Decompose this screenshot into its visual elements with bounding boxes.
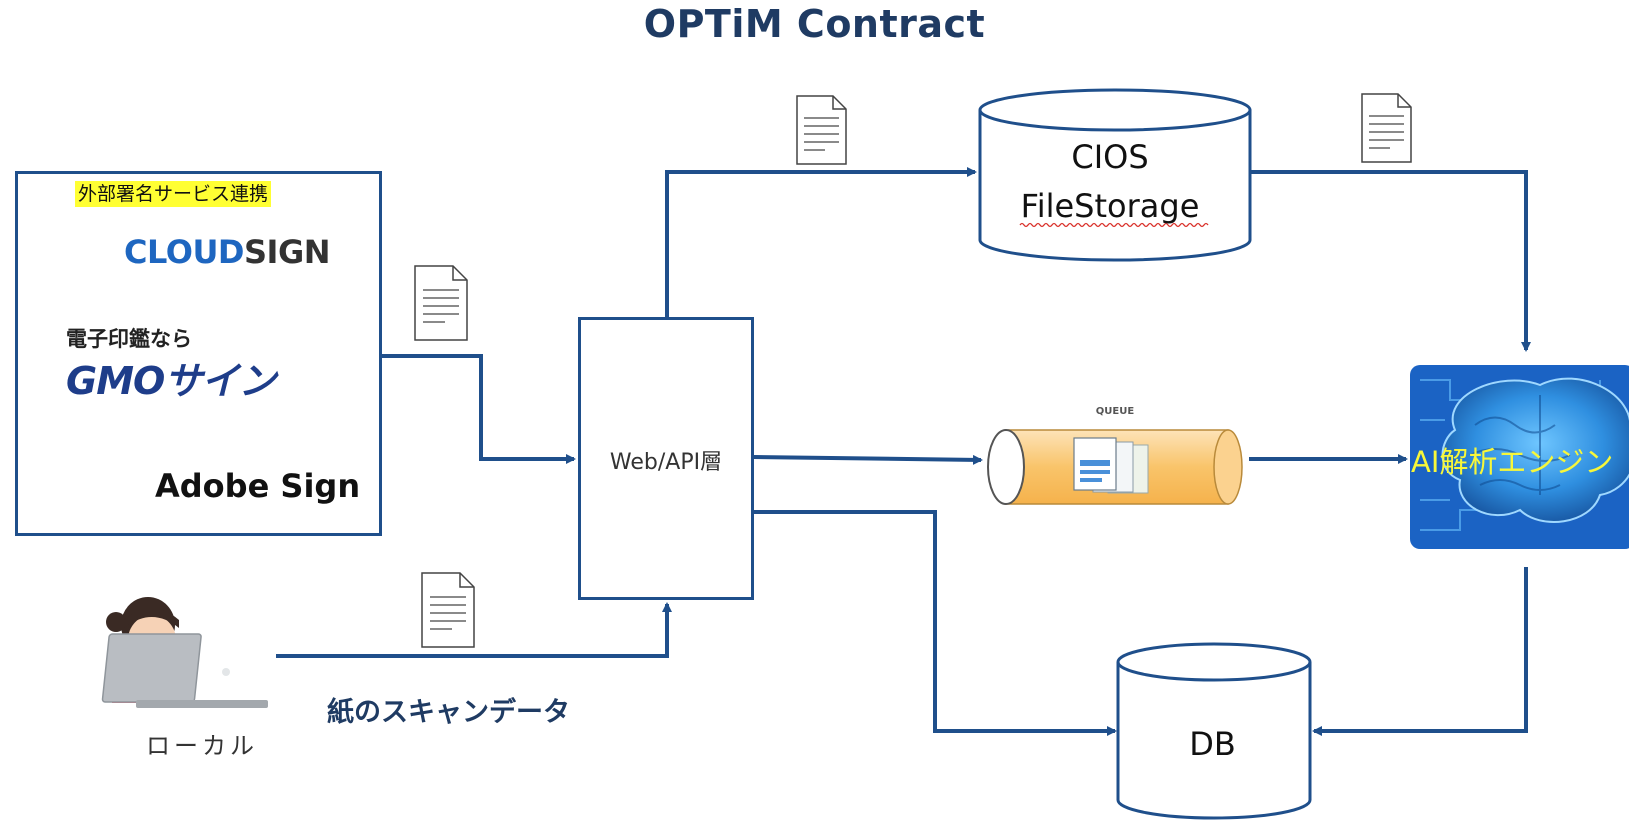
doc-icon-sign bbox=[414, 265, 468, 341]
doc-icon-cios-out bbox=[1361, 93, 1412, 163]
cios-label-line1: CIOS bbox=[1071, 138, 1149, 176]
local-user-illustration bbox=[101, 597, 268, 708]
external-sign-heading: 外部署名サービス連携 bbox=[75, 181, 272, 207]
diagram-title: OPTiM Contract bbox=[643, 2, 986, 46]
cloudsign-logo-cloud: CLOUD bbox=[124, 233, 244, 271]
external-sign-box bbox=[15, 171, 382, 536]
gmo-sign-logo-text: GMOサイン bbox=[66, 359, 276, 403]
arrow-local-to-webapi bbox=[276, 602, 672, 658]
cloudsign-logo-sign: SIGN bbox=[243, 233, 331, 271]
spellcheck-underline bbox=[1019, 222, 1209, 228]
queue-label: QUEUE bbox=[1095, 406, 1135, 417]
db-cylinder bbox=[1116, 642, 1312, 820]
ai-engine-image bbox=[1410, 365, 1629, 549]
cios-label-line2: FileStorage bbox=[1020, 187, 1200, 225]
doc-icon-cios-in bbox=[796, 95, 847, 165]
connectors bbox=[276, 167, 1531, 736]
doc-icon-local bbox=[421, 572, 475, 648]
arrow-webapi-to-cios bbox=[665, 167, 977, 317]
webapi-layer-label: Web/API層 bbox=[609, 450, 723, 475]
queue-tube bbox=[987, 429, 1243, 505]
arrow-webapi-to-db bbox=[754, 510, 1117, 736]
ai-engine-label: AI解析エンジン bbox=[1411, 445, 1614, 479]
arrow-cios-to-ai bbox=[1249, 170, 1531, 352]
cloudsign-logo-text: CLOUDSIGN bbox=[124, 233, 330, 271]
local-label: ローカル bbox=[146, 732, 258, 760]
adobe-sign-logo-text: Adobe Sign bbox=[155, 467, 361, 505]
queue-document-icons bbox=[1073, 437, 1149, 494]
webapi-layer-box bbox=[578, 317, 754, 600]
scan-data-label: 紙のスキャンデータ bbox=[327, 697, 570, 728]
arrow-ai-to-db bbox=[1312, 567, 1528, 736]
gmo-sign-tagline: 電子印鑑なら bbox=[66, 327, 192, 351]
arrow-webapi-to-queue bbox=[753, 454, 983, 465]
arrow-sign-to-webapi bbox=[382, 354, 576, 464]
cios-filestorage-cylinder bbox=[978, 88, 1252, 262]
db-label: DB bbox=[1189, 725, 1236, 763]
